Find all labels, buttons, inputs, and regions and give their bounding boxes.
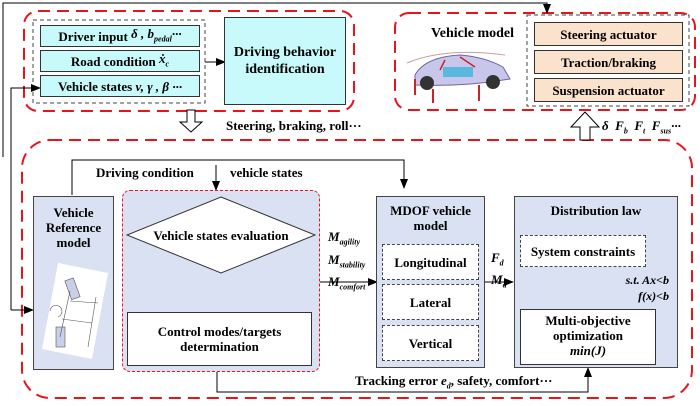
vehicle-states-evaluation-label: Vehicle states evaluation [153,227,289,243]
suspension-actuator-box: Suspension actuator [534,78,683,102]
mdof-vertical: Vertical [382,325,479,361]
actuator-signals-label: δ Fb Ft Fsus··· [602,118,681,136]
moments-labels: Magility Mstability Mcomfort [328,228,378,296]
moment-stability: Mstability [328,251,366,270]
optimization-line1: Multi-objective [545,313,631,328]
steering-actuator-label: Steering actuator [560,26,657,42]
driving-behavior-identification-box: Driving behavior identification [224,17,346,105]
force-labels: Fd Md [491,250,513,293]
driver-input-box: Driver input δ , bpedal··· [40,25,200,47]
moment-agility: Magility [328,229,361,247]
steering-braking-roll-label: Steering, braking, roll··· [226,118,362,133]
moment-comfort: Mcomfort [328,274,366,292]
vehicle-model-car-icon [406,51,511,103]
distribution-law-box: Distribution law System constraints s.t.… [514,196,678,368]
bicycle-model-diagram-icon [42,263,108,359]
hollow-up-arrow [569,111,601,141]
mdof-lateral: Lateral [382,284,479,320]
optimization-objective: min(J) [569,343,607,358]
vehicle-states-evaluation-diamond [126,196,316,274]
mdof-vehicle-model-title: MDOF vehicle model [390,203,471,233]
road-condition-label: Road condition [70,53,156,69]
driver-input-label: Driver input [58,28,128,44]
mdof-vehicle-model-box: MDOF vehicle model Longitudinal Lateral … [376,196,485,368]
tracking-error-label: Tracking error ed, safety, comfort··· [355,373,553,391]
vehicle-reference-model-label: Vehicle Reference model [45,205,102,250]
suspension-actuator-label: Suspension actuator [552,82,665,98]
vehicle-model-label: Vehicle model [430,26,515,41]
road-condition-symbols: ẋc [159,50,170,69]
distribution-law-title: Distribution law [550,203,642,218]
vehicle-states-symbols: v, γ , β ··· [135,78,183,94]
moment-md: Md [491,271,507,290]
force-fd: Fd [491,250,504,268]
vehicle-states-box: Vehicle states v, γ , β ··· [40,75,200,97]
mdof-longitudinal: Longitudinal [382,244,479,280]
vehicle-states-connector-label: vehicle states [230,165,303,180]
driving-behavior-identification-label: Driving behavior identification [233,45,337,77]
vehicle-reference-model-box: Vehicle Reference model [33,196,114,370]
system-constraints-box: System constraints [520,235,646,267]
constraint-eq2: f(x)<b [638,289,669,303]
control-modes-box: Control modes/targets determination [127,312,312,366]
traction-braking-label: Traction/braking [560,54,657,70]
steering-actuator-box: Steering actuator [534,22,683,46]
driving-condition-label: Driving condition [96,165,194,180]
driver-input-symbols: δ , bpedal··· [131,25,182,44]
control-modes-label: Control modes/targets determination [157,324,282,354]
multi-objective-optimization-box: Multi-objective optimization min(J) [520,309,656,365]
optimization-line2: optimization [552,328,624,343]
constraint-eq1: s.t. Ax<b [625,273,669,287]
traction-braking-box: Traction/braking [534,50,683,74]
vehicle-states-label: Vehicle states [57,78,133,94]
hollow-down-arrow [178,109,204,133]
road-condition-box: Road condition ẋc [40,50,200,72]
